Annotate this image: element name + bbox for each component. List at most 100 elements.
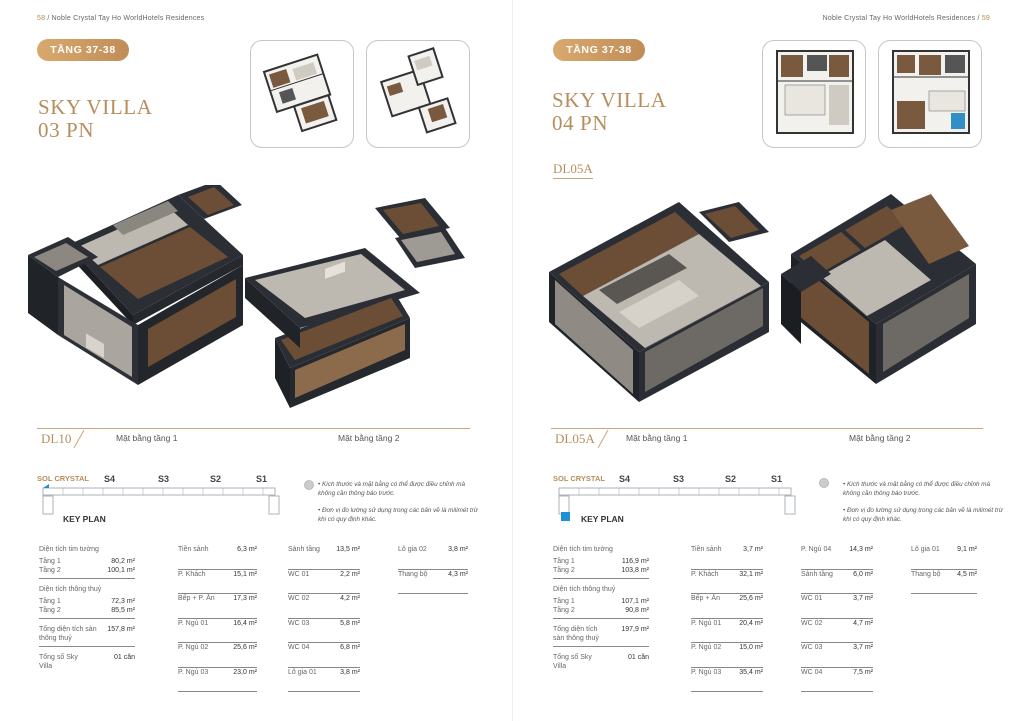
note-1: • Kích thước và mặt bằng có thể được điề… — [318, 481, 465, 497]
unit-code: DL05A — [555, 431, 595, 446]
villa-title: SKY VILLA 03 PN — [38, 96, 152, 142]
floorplan-thumb-1[interactable] — [762, 40, 866, 148]
keyplan-label-s2: S2 — [210, 474, 222, 484]
floorplan-thumb-2[interactable] — [878, 40, 982, 148]
floor2-label: Mặt bằng tầng 2 — [338, 433, 400, 443]
floor1-label: Mặt bằng tầng 1 — [116, 433, 178, 443]
net-area-heading: Diện tích thông thuỷ — [39, 586, 102, 593]
keyplan-label-s2: S2 — [725, 474, 737, 484]
running-header: 58 / Noble Crystal Tay Ho WorldHotels Re… — [37, 15, 205, 22]
keyplan-label-s3: S3 — [158, 474, 170, 484]
floor1-render — [549, 202, 769, 402]
note-bullet-icon — [819, 478, 829, 488]
running-header: Noble Crystal Tay Ho WorldHotels Residen… — [822, 15, 990, 22]
left-page: 58 / Noble Crystal Tay Ho WorldHotels Re… — [28, 15, 478, 692]
floorplan-drawing — [892, 50, 970, 134]
villa-title-line1: SKY VILLA — [552, 88, 667, 112]
divider — [551, 428, 983, 429]
villa-title-line2: 03 PN — [38, 118, 95, 142]
keyplan-diagram — [42, 484, 280, 515]
keyplan-title: SOL CRYSTAL — [553, 474, 605, 483]
villa-title-line1: SKY VILLA — [38, 95, 153, 119]
keyplan-label-s1: S1 — [256, 474, 268, 484]
unit-code-small: DL05A — [553, 161, 593, 179]
slash-divider-icon — [597, 430, 609, 448]
keyplan-diagram — [558, 487, 796, 521]
divider — [37, 428, 470, 429]
running-title: Noble Crystal Tay Ho WorldHotels Residen… — [822, 15, 976, 22]
area-heading: Diện tích tim tường — [39, 546, 99, 553]
page-number: 58 — [37, 15, 46, 22]
area-heading: Diện tích tim tường — [553, 546, 613, 553]
key-plan-label: KEY PLAN — [63, 514, 106, 524]
key-plan-label: KEY PLAN — [581, 514, 624, 524]
keyplan-label-s1: S1 — [771, 474, 783, 484]
keyplan-label-s4: S4 — [104, 474, 116, 484]
page-number: 59 — [981, 15, 990, 22]
unit-label-bar: DL10 — [37, 428, 470, 448]
floor1-render — [28, 185, 243, 385]
villa-title: SKY VILLA 04 PN — [552, 89, 666, 135]
floor2-render — [245, 198, 465, 408]
unit-label-bar: DL05A — [551, 428, 983, 448]
keyplan-label-s4: S4 — [619, 474, 631, 484]
floorplan-thumb-1[interactable] — [250, 40, 354, 148]
floorplan-thumb-2[interactable] — [366, 40, 470, 148]
note-2: • Đơn vị đo lường sử dụng trong các bản … — [318, 507, 478, 523]
unit-code: DL10 — [41, 431, 72, 446]
floor2-render — [781, 194, 976, 384]
running-title: Noble Crystal Tay Ho WorldHotels Residen… — [51, 15, 205, 22]
note-2: • Đơn vị đo lường sử dụng trong các bản … — [843, 507, 1003, 523]
floor1-label: Mặt bằng tầng 1 — [626, 433, 688, 443]
floor2-label: Mặt bằng tầng 2 — [849, 433, 911, 443]
net-area-heading: Diện tích thông thuỷ — [553, 586, 616, 593]
floor-pill: TẦNG 37-38 — [37, 39, 129, 61]
keyplan-title: SOL CRYSTAL — [37, 474, 89, 483]
floor-pill: TẦNG 37-38 — [553, 39, 645, 61]
floorplan-drawing — [379, 47, 457, 134]
note-1: • Kích thước và mặt bằng có thể được điề… — [843, 481, 990, 497]
floorplan-drawing — [262, 53, 338, 133]
